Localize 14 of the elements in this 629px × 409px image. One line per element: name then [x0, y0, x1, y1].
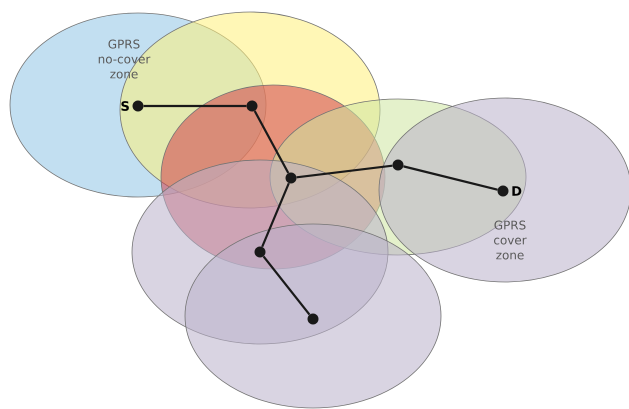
node-label: D [512, 186, 522, 196]
node-dot [246, 100, 258, 112]
node-dot [308, 314, 318, 324]
link-line [261, 182, 290, 248]
node-dot [254, 246, 266, 258]
zone-label: GPRS cover zone [494, 220, 527, 260]
link-line [262, 256, 310, 316]
link-line [254, 110, 290, 174]
node-dot [286, 172, 296, 184]
node-dot [392, 160, 404, 170]
link-line [296, 164, 392, 178]
link-line [403, 165, 498, 191]
node-label: S [121, 101, 129, 111]
link-line [144, 104, 246, 108]
